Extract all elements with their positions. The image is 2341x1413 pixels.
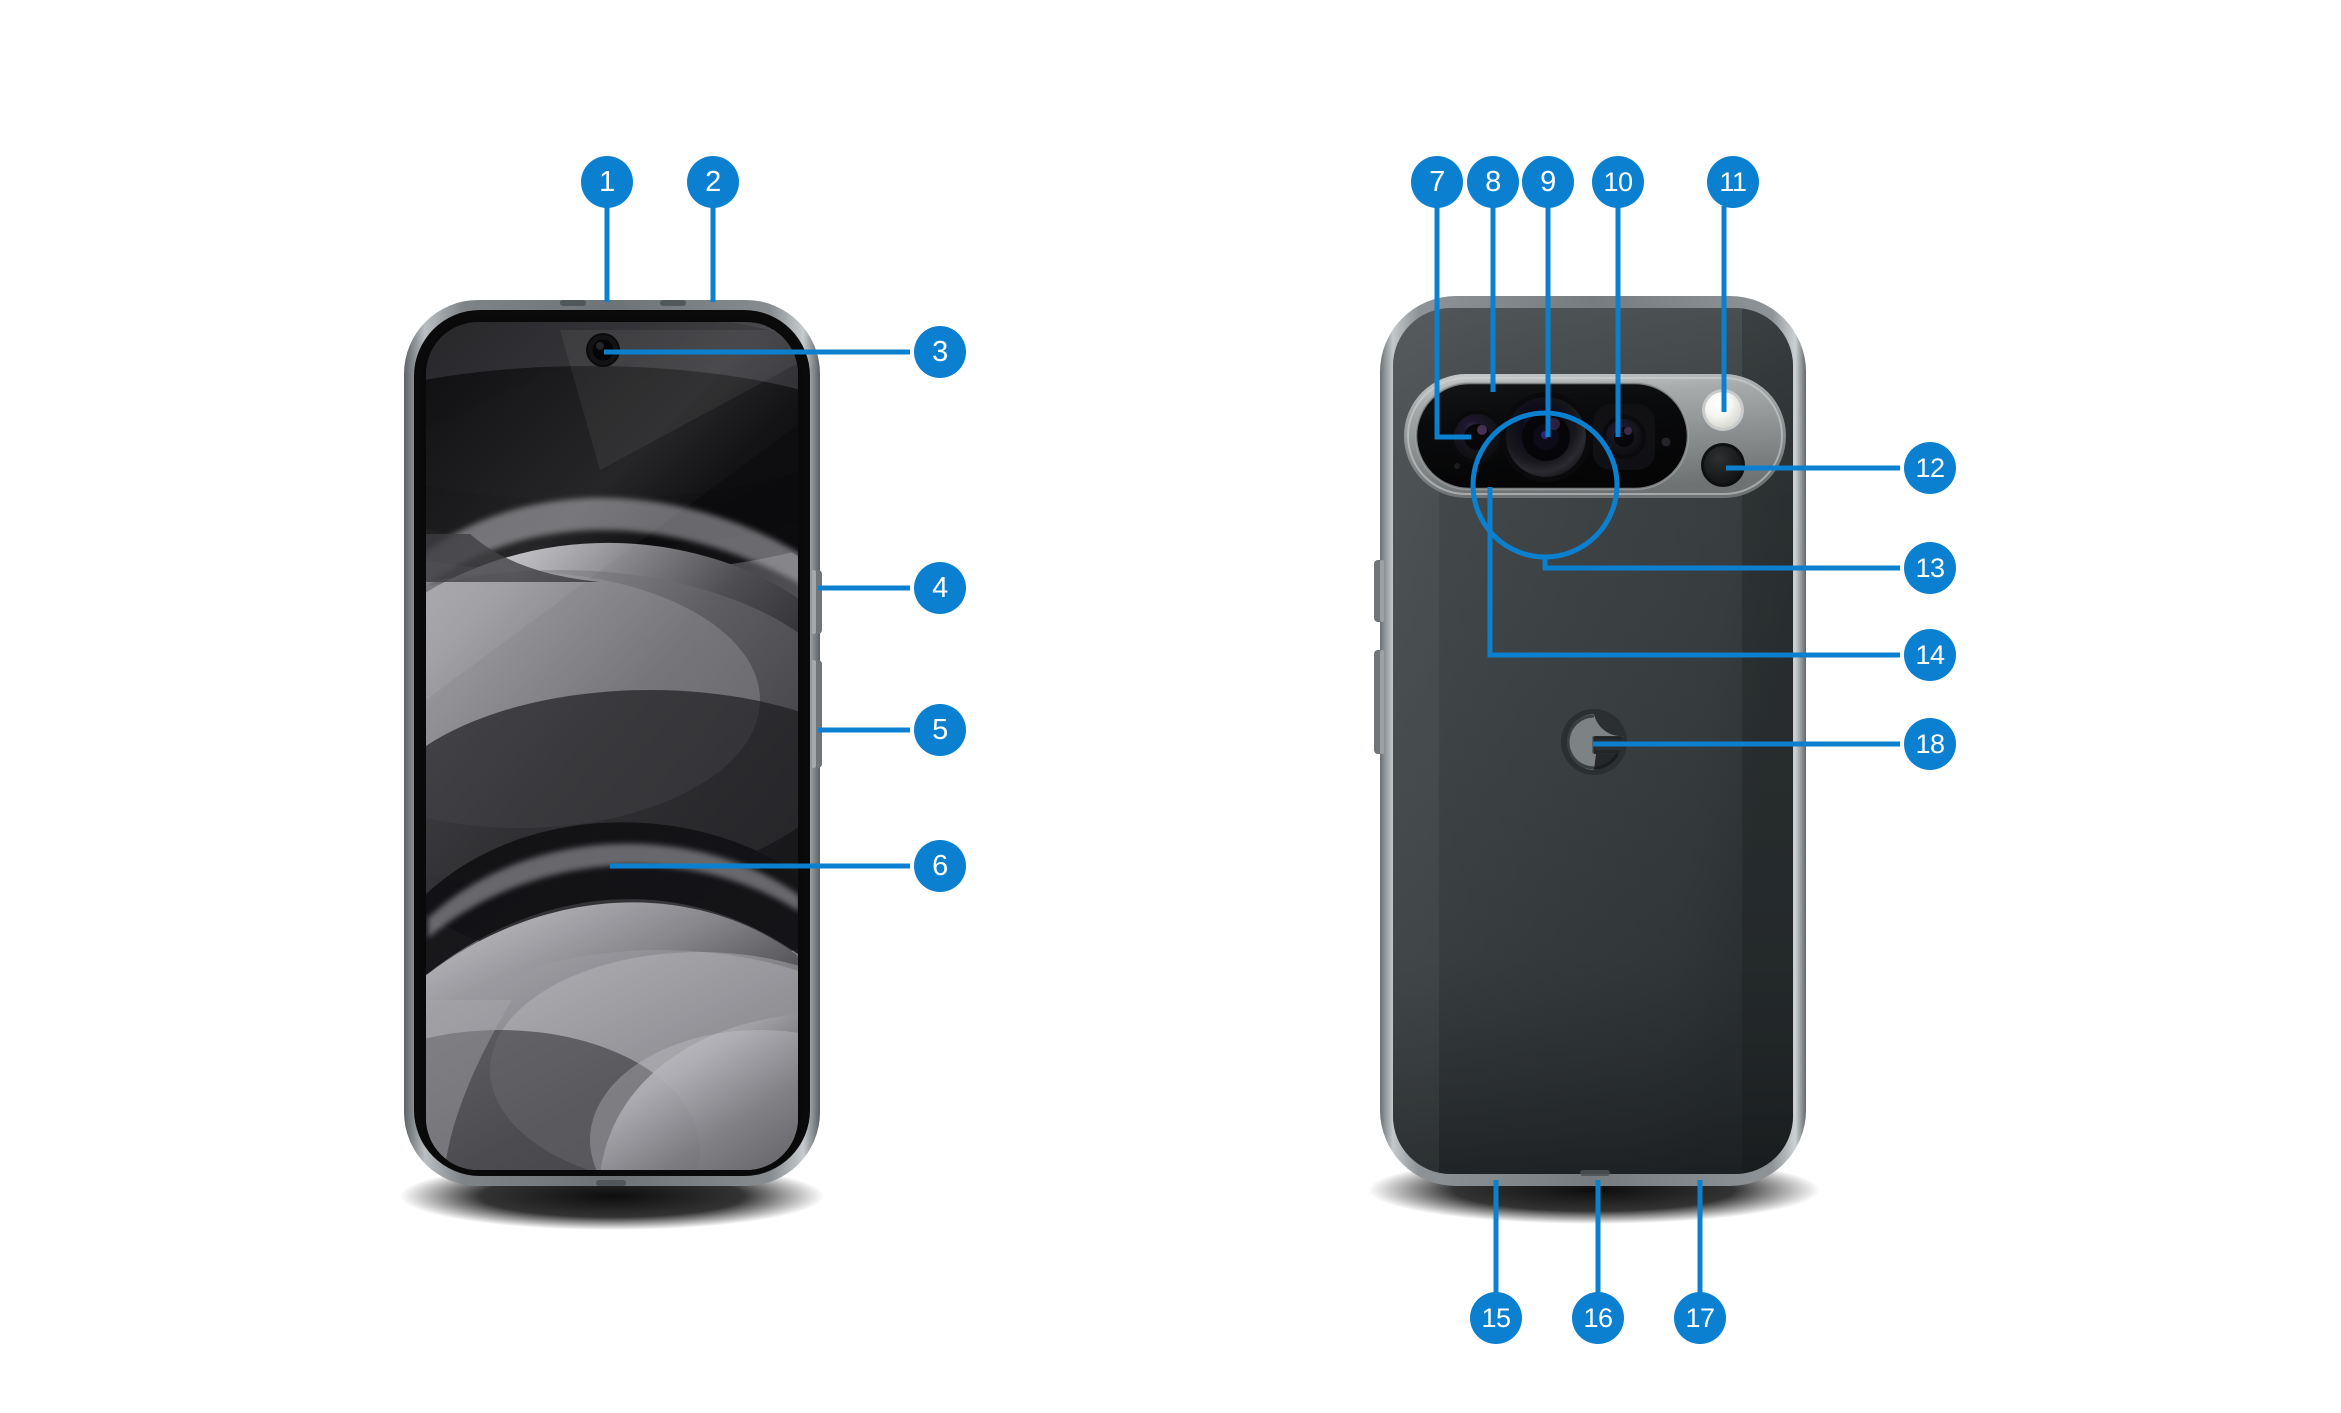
callout-badge-13[interactable]: 13 bbox=[1904, 542, 1956, 594]
callout-badge-7[interactable]: 7 bbox=[1411, 156, 1463, 208]
callout-badge-14[interactable]: 14 bbox=[1904, 629, 1956, 681]
callout-badge-11[interactable]: 11 bbox=[1707, 156, 1759, 208]
leader-line-14 bbox=[1487, 487, 1900, 658]
temperature-sensor bbox=[1701, 443, 1745, 487]
callout-badge-4[interactable]: 4 bbox=[914, 562, 966, 614]
leader-line-13 bbox=[1542, 557, 1900, 571]
callout-badge-2[interactable]: 2 bbox=[687, 156, 739, 208]
callout-badge-12[interactable]: 12 bbox=[1904, 442, 1956, 494]
leader-line-7 bbox=[1434, 206, 1471, 440]
callout-badge-10[interactable]: 10 bbox=[1592, 156, 1644, 208]
callout-badge-1[interactable]: 1 bbox=[581, 156, 633, 208]
callout-badge-17[interactable]: 17 bbox=[1674, 1292, 1726, 1344]
phone-back-view bbox=[1374, 296, 1806, 1186]
camera-bar-microphone bbox=[1661, 437, 1671, 447]
phone-front-view bbox=[404, 300, 822, 1186]
leader-circle-13 bbox=[1470, 410, 1620, 560]
callout-badge-16[interactable]: 16 bbox=[1572, 1292, 1624, 1344]
callout-badge-3[interactable]: 3 bbox=[914, 326, 966, 378]
callout-badge-9[interactable]: 9 bbox=[1522, 156, 1574, 208]
callout-badge-8[interactable]: 8 bbox=[1467, 156, 1519, 208]
callout-badge-5[interactable]: 5 bbox=[914, 704, 966, 756]
callout-badge-18[interactable]: 18 bbox=[1904, 718, 1956, 770]
callout-badge-6[interactable]: 6 bbox=[914, 840, 966, 892]
callout-badge-15[interactable]: 15 bbox=[1470, 1292, 1522, 1344]
